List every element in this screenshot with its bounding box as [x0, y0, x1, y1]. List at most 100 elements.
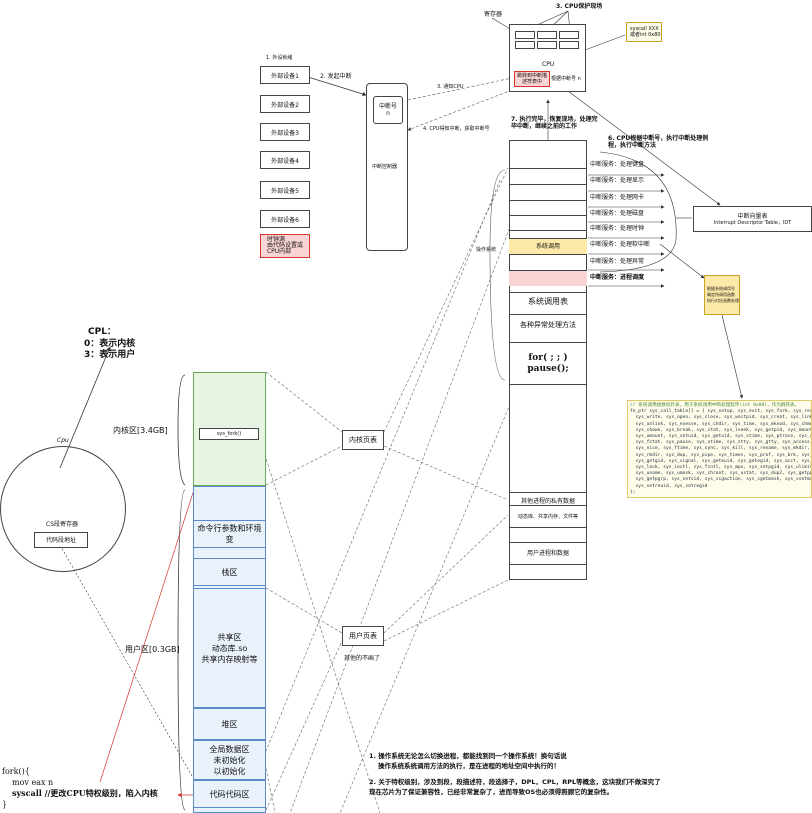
cpl-title: CPL：: [88, 327, 116, 337]
memory-row: [509, 254, 587, 255]
code-line: sys_chown, sys_break, sys_stat, sys_lsee…: [630, 427, 812, 433]
syscall-note-line: syscall XXX: [630, 26, 659, 32]
code-line: sys_umount, sys_setuid, sys_getuid, sys_…: [630, 434, 812, 440]
controller-label: 中断控制器: [372, 164, 398, 170]
code-line: };: [630, 489, 636, 495]
exception-handlers: 各种异常处理方法: [509, 314, 587, 334]
syscall-row: 系统调用: [509, 238, 587, 254]
irq-title: 中断号: [378, 103, 397, 110]
step2-label: 2. 发起中断: [320, 73, 352, 80]
step3-label: 3. CPU保护现场: [556, 3, 603, 10]
cpu-circle: [0, 446, 126, 572]
irq-n: n: [386, 110, 390, 117]
other-tables-note: 其他的不画了: [344, 655, 381, 662]
code-line: sys_rmdir, sys_dup, sys_pipe, sys_times,…: [630, 452, 812, 458]
memory-row: [509, 230, 587, 231]
segment-code: 代码代码区: [193, 780, 266, 808]
memory-row: [509, 215, 587, 216]
memory-row: [509, 200, 587, 201]
segment-shared: 共享区 动态库.so 共享内存映射等: [193, 588, 266, 708]
cpu-jump-box: 跳转到中断描述符表中: [514, 71, 550, 87]
irq-number-box: 中断号 n: [373, 96, 403, 124]
device-2[interactable]: 外部设备2: [260, 95, 310, 113]
code-line: sys_unlink, sys_execve, sys_chdir, sys_t…: [630, 421, 812, 427]
code-line: sys_getpgrp, sys_setsid, sys_sigaction, …: [630, 477, 812, 483]
device-6[interactable]: 外部设备6: [260, 210, 310, 228]
device-1[interactable]: 外部设备1: [260, 66, 310, 84]
for-loop-block: for( ; ; ) pause();: [509, 342, 587, 384]
sys-fork-box[interactable]: sys_fork(): [199, 428, 259, 440]
service-keyboard: 中断服务：处理键盘: [590, 161, 645, 168]
device-4[interactable]: 外部设备4: [260, 151, 310, 169]
syscall-note-line: 或者int 0x80: [630, 32, 661, 38]
cpu-circle-label: Cpu: [57, 437, 69, 444]
fork-code-line: }: [2, 800, 8, 809]
kernel-region-label: 内核区[3.4GB]: [113, 426, 168, 435]
note-1: 1. 操作系统无论怎么切换进程，都能找到同一个操作系统！换句话说 操作系统系统调…: [369, 752, 567, 770]
device-5[interactable]: 外部设备5: [260, 181, 310, 199]
syscall-table-code: // 系统调用函数指针表，用于系统调用中断处理程序(int 0x80)，作为跳转…: [627, 400, 812, 498]
syscall-dispatch-note: 根据系统调用号 确定所调用函数 执行对应函数处理: [704, 275, 740, 315]
service-exception: 中断服务：处理异常: [590, 258, 645, 265]
service-clock: 中断服务：处理时钟: [590, 225, 645, 232]
service-nic: 中断服务：处理网卡: [590, 194, 645, 201]
cpu-box: CPU 跳转到中断描述符表中 根据中断号 n: [509, 24, 586, 92]
code-line: sys_write, sys_open, sys_close, sys_wait…: [630, 415, 812, 421]
interrupt-controller: 中断号 n 中断控制器: [366, 83, 408, 251]
code-line: fn_ptr sys_call_table[] = { sys_setup, s…: [630, 409, 812, 415]
clock-source[interactable]: 时钟源 由代码设置或 CPU内部: [260, 234, 310, 258]
code-line: sys_fstat, sys_pause, sys_utime, sys_stt…: [630, 440, 812, 446]
step7-restore: 7. 执行完毕，恢复现场，处理完毕中断，继续之前的工作: [511, 116, 598, 130]
idt-label: 中断向量表: [737, 212, 768, 220]
cs-register-label: CS段寄存器: [46, 521, 78, 528]
note-2: 2. 关于特权级别，涉及到段，段描述符，段选择子，DPL，CPL，RPL等概念，…: [369, 778, 661, 796]
memory-row: [509, 542, 587, 543]
dynamic-libs: 动态库、共享内存、文件等: [509, 505, 587, 527]
code-line: sys_nice, sys_ftime, sys_sync, sys_kill,…: [630, 446, 810, 452]
segment-heap: 堆区: [193, 708, 266, 740]
cpl-user: 3：表示用户: [84, 350, 136, 360]
step1-label: 1. 外设就绪: [266, 55, 293, 61]
register-cell: [537, 41, 557, 49]
cpu-irq-note: 根据中断号 n: [551, 76, 581, 82]
pause-line: pause();: [527, 363, 569, 374]
kernel-page-table[interactable]: 内核页表: [342, 430, 384, 450]
cpl-kernel: 0：表示内核: [84, 339, 136, 349]
code-line: sys_uname, sys_umask, sys_chroot, sys_us…: [630, 471, 812, 477]
registers-label: 寄存器: [484, 11, 503, 18]
fork-code-line: fork(){: [2, 767, 30, 776]
step4-get-irq: 4. CPU得知中断，获取中断号: [423, 126, 490, 132]
register-cell: [537, 31, 557, 39]
memory-row: [509, 184, 587, 185]
for-loop-line: for( ; ; ): [528, 352, 568, 363]
private-data: 其他进程的私有数据: [509, 492, 587, 510]
code-segment-address: 代码段地址: [34, 532, 88, 548]
step6-execute: 6. CPU根据中断号，执行中断处理例程，执行中断方法: [608, 135, 709, 149]
schedule-row: [509, 270, 587, 286]
physical-memory: [509, 140, 587, 580]
code-line: sys_setreuid, sys_setregid: [630, 483, 708, 489]
memory-row: [509, 527, 587, 528]
service-display: 中断服务：处理显示: [590, 177, 645, 184]
segment-args-env: 命令行参数和环境变: [193, 520, 266, 548]
register-cell: [559, 31, 579, 39]
service-soft-interrupt: 中断服务：处理软中断: [590, 241, 651, 248]
device-3[interactable]: 外部设备3: [260, 123, 310, 141]
user-page-table[interactable]: 用户页表: [342, 626, 384, 646]
cpu-label: CPU: [542, 61, 555, 68]
register-cell: [559, 41, 579, 49]
memory-row: [509, 564, 587, 565]
idt-sublabel: Interrupt Descriptor Table，IDT: [713, 219, 792, 226]
user-region-label: 用户区[0.3GB]: [125, 645, 180, 654]
memory-row: [509, 168, 587, 169]
service-scheduler: 中断服务：进程调度: [590, 274, 645, 281]
service-disk: 中断服务：处理磁盘: [590, 210, 645, 217]
segment-global-data: 全局数据区 未初始化 以初始化: [193, 740, 266, 780]
syscall-table: 系统调用表: [509, 292, 587, 310]
user-process: 用户进程和数据: [509, 542, 587, 564]
code-line: sys_lock, sys_ioctl, sys_fcntl, sys_mpx,…: [630, 465, 812, 471]
code-line: sys_getgid, sys_signal, sys_geteuid, sys…: [630, 458, 812, 464]
fork-code-line: mov eax n: [12, 778, 54, 787]
os-label: 操作系统: [476, 247, 497, 253]
register-cell: [515, 31, 535, 39]
